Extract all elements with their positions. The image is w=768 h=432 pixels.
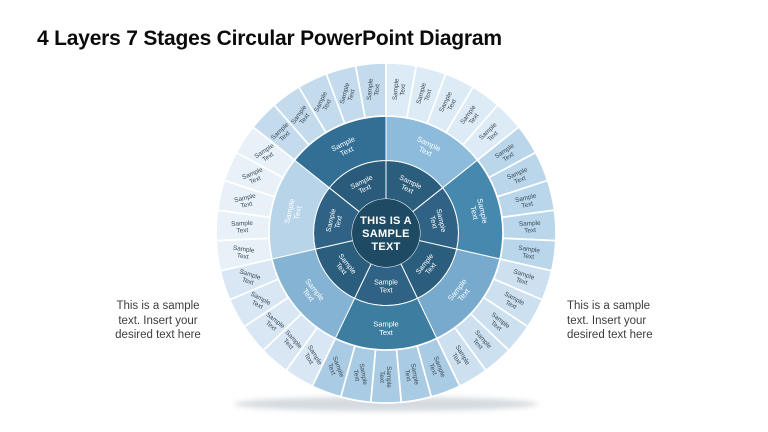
- segment-label: SampleText: [282, 198, 304, 227]
- segment-label: SampleText: [519, 220, 542, 235]
- segment-label: SampleText: [514, 192, 539, 211]
- segment-label: SampleText: [232, 245, 256, 262]
- stage-7-layer4-wedge-5[interactable]: [354, 62, 387, 119]
- segment-label: SampleText: [467, 198, 489, 227]
- segment-label: SampleText: [517, 245, 541, 262]
- center-circle[interactable]: [352, 199, 420, 267]
- diagram-shadow: [234, 397, 538, 411]
- segment-label: SampleText: [427, 208, 447, 235]
- left-note: This is a sample text. Insert your desir…: [115, 300, 201, 342]
- segment-label: SampleText: [231, 220, 254, 235]
- segment-label: SampleText: [392, 78, 408, 101]
- segment-label: SampleText: [351, 363, 369, 387]
- segment-label: SampleText: [402, 363, 420, 387]
- right-note: This is a sample text. Insert your desir…: [567, 300, 653, 342]
- slide-title: 4 Layers 7 Stages Circular PowerPoint Di…: [37, 27, 502, 50]
- segment-label: SampleText: [378, 366, 392, 388]
- segment-label: SampleText: [366, 78, 382, 101]
- segment-label: SampleText: [326, 208, 346, 235]
- segment-label: SampleText: [234, 192, 259, 211]
